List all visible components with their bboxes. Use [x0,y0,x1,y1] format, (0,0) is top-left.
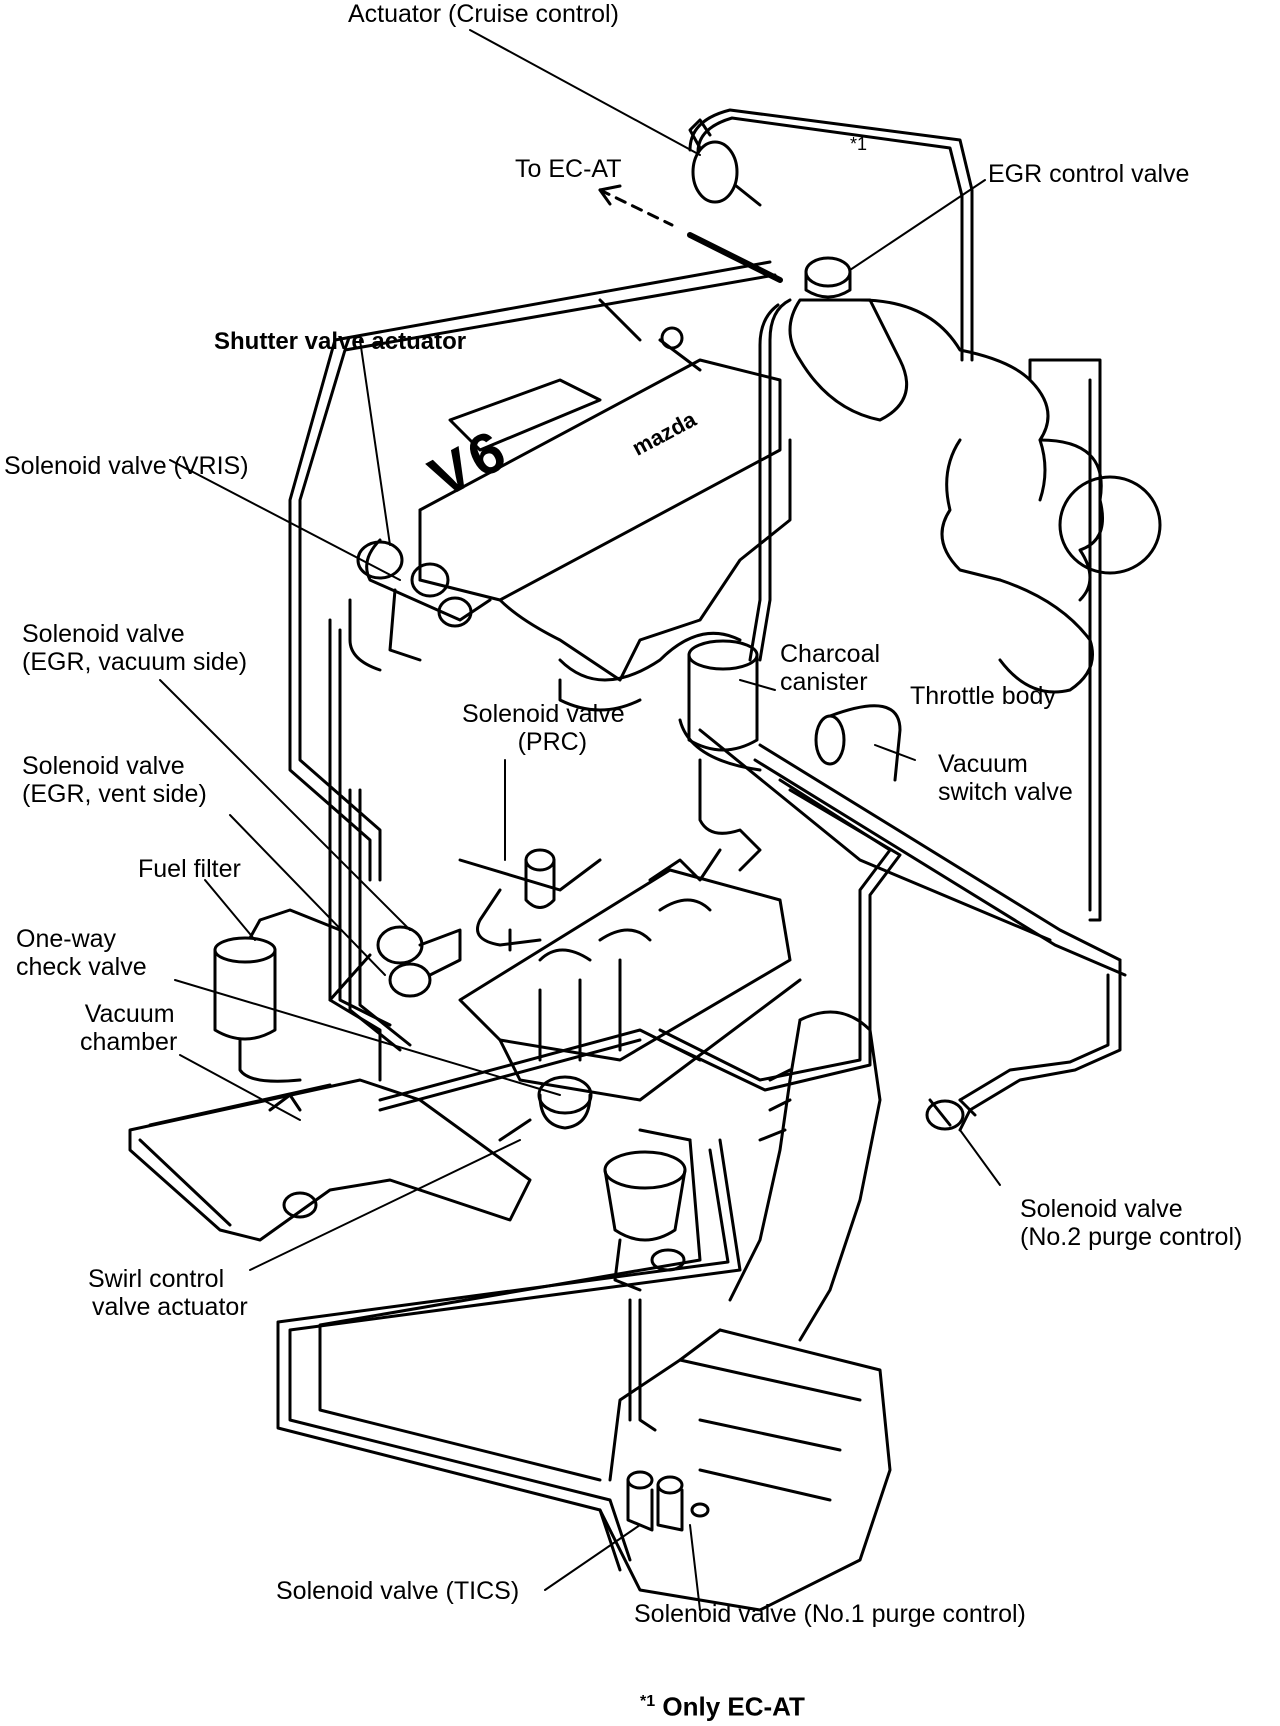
label-solenoid-tics: Solenoid valve (TICS) [276,1577,520,1605]
egr-valve-and-intake-drawing [788,256,1162,922]
label-one-way-check-valve: One-way check valve [16,925,147,981]
label-line: Solenoid valve [22,620,185,648]
label-line: One-way [16,925,117,953]
distributor-drawing [603,1128,692,1292]
left-vertical-hoses [328,618,412,1082]
label-actuator-cruise-control: Actuator (Cruise control) [348,0,619,28]
label-line: Solenoid valve [1020,1195,1183,1223]
label-charcoal-canister: Charcoal canister [780,640,880,696]
no2-purge-line [925,958,1122,1132]
charcoal-canister-drawing [678,639,762,872]
cruise-actuator-drawing [688,108,974,362]
label-line: check valve [16,953,147,981]
label-line: (EGR, vacuum side) [22,648,248,676]
label-solenoid-egr-vacuum-side: Solenoid valve (EGR, vacuum side) [22,620,247,676]
label-vacuum-switch-valve: Vacuum switch valve [938,750,1073,806]
fuel-filter-drawing [213,908,342,1083]
label-line: (EGR, vent side) [22,780,207,808]
label-vacuum-chamber: Vacuum chamber [80,1000,177,1056]
vris-solenoid-cluster [348,540,473,672]
label-line: canister [780,668,868,696]
label-to-ec-at: To EC-AT [515,155,622,183]
label-line: Charcoal [780,640,881,668]
label-solenoid-valve-vris: Solenoid valve (VRIS) [4,452,249,480]
label-egr-control-valve: EGR control valve [988,160,1190,188]
tics-and-no1-purge-solenoids [626,1470,710,1532]
footnote-mark: *1 [640,1693,656,1710]
label-line: (PRC) [517,728,588,756]
label-line: Solenoid valve [22,752,185,780]
engine-cover-drawing [365,298,792,712]
air-intake-duct-right-drawing [598,1010,892,1612]
label-throttle-body: Throttle body [910,682,1056,710]
prc-solenoid-drawing [458,848,602,952]
swirl-actuator-drawing [498,1075,593,1142]
label-line: valve actuator [92,1293,248,1321]
air-duct-left-drawing [128,1028,702,1242]
footnote: *1 Only EC-AT [640,1688,805,1721]
label-solenoid-no1-purge-control: Solenoid valve (No.1 purge control) [634,1600,1026,1628]
label-line: (No.2 purge control) [1020,1223,1243,1251]
label-solenoid-prc: Solenoid valve (PRC) [462,700,625,756]
label-shutter-valve-actuator: Shutter valve actuator [214,328,467,355]
label-line: Solenoid valve [462,700,625,728]
label-line: Vacuum [938,750,1028,778]
leader-lines [159,29,1001,1611]
vacuum-switch-valve-drawing [658,704,1127,1092]
label-solenoid-egr-vent-side: Solenoid valve (EGR, vent side) [22,752,207,808]
label-line: Swirl control [88,1265,225,1293]
intake-manifold-drawing [458,848,802,1102]
label-solenoid-no2-purge-control: Solenoid valve (No.2 purge control) [1020,1195,1242,1251]
label-line: switch valve [938,778,1073,806]
label-line: chamber [80,1028,178,1056]
label-footnote-ref: *1 [850,134,868,154]
upper-left-hoses [288,260,792,882]
label-fuel-filter: Fuel filter [138,855,241,883]
egr-solenoid-pair-drawing [328,925,462,1002]
label-swirl-control-valve-actuator: Swirl control valve actuator [88,1265,248,1321]
to-ec-at-arrow [598,184,783,283]
footnote-text: Only EC-AT [662,1691,805,1722]
label-line: Vacuum [84,1000,175,1028]
lower-hose-loop [276,1138,742,1572]
